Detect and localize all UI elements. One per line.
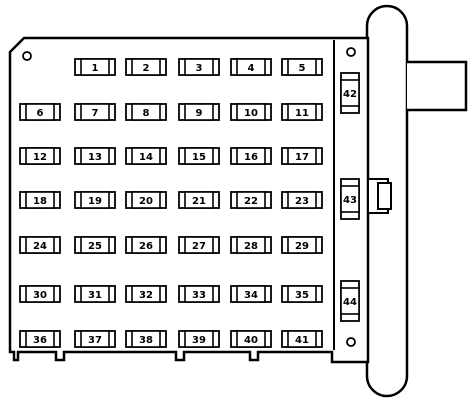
fuse-label: 6 — [37, 108, 44, 119]
fuse-label: 27 — [192, 241, 206, 252]
fuse-label: 20 — [139, 196, 153, 207]
fuse-label: 33 — [192, 290, 206, 301]
fuse-30: 30 — [19, 285, 61, 303]
fuse-42: 42 — [340, 72, 360, 114]
fuse-label: 42 — [343, 89, 357, 100]
fuse-label: 24 — [33, 241, 47, 252]
fuse-label: 32 — [139, 290, 153, 301]
fuse-label: 11 — [295, 108, 309, 119]
fuse-label: 14 — [139, 152, 153, 163]
fuse-2: 2 — [125, 58, 167, 76]
fuse-label: 9 — [196, 108, 203, 119]
fuse-label: 43 — [343, 195, 357, 206]
fuse-27: 27 — [178, 236, 220, 254]
fuse-24: 24 — [19, 236, 61, 254]
fuse-7: 7 — [74, 103, 116, 121]
fuse-label: 10 — [244, 108, 258, 119]
fuse-32: 32 — [125, 285, 167, 303]
fuse-label: 7 — [92, 108, 99, 119]
fuse-label: 37 — [88, 335, 102, 346]
fuse-label: 30 — [33, 290, 47, 301]
fuse-23: 23 — [281, 191, 323, 209]
fuse-34: 34 — [230, 285, 272, 303]
fuse-label: 36 — [33, 335, 47, 346]
mounting-hole-top-left — [22, 51, 32, 61]
fuse-label: 35 — [295, 290, 309, 301]
fuse-36: 36 — [19, 330, 61, 348]
fuse-13: 13 — [74, 147, 116, 165]
mounting-hole-top-right — [346, 47, 356, 57]
fuse-1: 1 — [74, 58, 116, 76]
fuse-label: 13 — [88, 152, 102, 163]
fuse-33: 33 — [178, 285, 220, 303]
fuse-label: 16 — [244, 152, 258, 163]
fuse-25: 25 — [74, 236, 116, 254]
fuse-5: 5 — [281, 58, 323, 76]
fuse-label: 3 — [196, 63, 203, 74]
fuse-label: 2 — [143, 63, 150, 74]
fuse-label: 21 — [192, 196, 206, 207]
fuse-label: 34 — [244, 290, 258, 301]
fuse-label: 4 — [248, 63, 255, 74]
fuse-16: 16 — [230, 147, 272, 165]
fuse-8: 8 — [125, 103, 167, 121]
fuse-26: 26 — [125, 236, 167, 254]
fuse-9: 9 — [178, 103, 220, 121]
fuse-label: 15 — [192, 152, 206, 163]
fuse-label: 8 — [143, 108, 150, 119]
fuse-10: 10 — [230, 103, 272, 121]
fuse-39: 39 — [178, 330, 220, 348]
fuse-21: 21 — [178, 191, 220, 209]
fuse-41: 41 — [281, 330, 323, 348]
fuse-4: 4 — [230, 58, 272, 76]
mounting-post — [407, 60, 468, 112]
fuse-label: 26 — [139, 241, 153, 252]
fuse-17: 17 — [281, 147, 323, 165]
fuse-19: 19 — [74, 191, 116, 209]
fuse-29: 29 — [281, 236, 323, 254]
fuse-label: 38 — [139, 335, 153, 346]
fuse-label: 5 — [299, 63, 306, 74]
fuse-label: 29 — [295, 241, 309, 252]
fuse-28: 28 — [230, 236, 272, 254]
fuse-label: 23 — [295, 196, 309, 207]
fuse-15: 15 — [178, 147, 220, 165]
fuse-label: 44 — [343, 297, 357, 308]
fuse-37: 37 — [74, 330, 116, 348]
mounting-hole-bottom-right — [346, 337, 356, 347]
fuse-label: 22 — [244, 196, 258, 207]
connector-block — [367, 178, 392, 214]
fuse-22: 22 — [230, 191, 272, 209]
fuse-14: 14 — [125, 147, 167, 165]
fuse-label: 12 — [33, 152, 47, 163]
fuse-label: 41 — [295, 335, 309, 346]
fuse-11: 11 — [281, 103, 323, 121]
fuse-3: 3 — [178, 58, 220, 76]
fuse-label: 17 — [295, 152, 309, 163]
fuse-label: 18 — [33, 196, 47, 207]
fuse-40: 40 — [230, 330, 272, 348]
fuse-31: 31 — [74, 285, 116, 303]
fuse-label: 25 — [88, 241, 102, 252]
fuse-label: 40 — [244, 335, 258, 346]
fuse-label: 19 — [88, 196, 102, 207]
fuse-44: 44 — [340, 280, 360, 322]
fuse-label: 39 — [192, 335, 206, 346]
fuse-label: 31 — [88, 290, 102, 301]
fuse-38: 38 — [125, 330, 167, 348]
fuse-43: 43 — [340, 178, 360, 220]
fuse-6: 6 — [19, 103, 61, 121]
fuse-label: 28 — [244, 241, 258, 252]
fuse-18: 18 — [19, 191, 61, 209]
fuse-20: 20 — [125, 191, 167, 209]
fuse-label: 1 — [92, 63, 99, 74]
fuse-12: 12 — [19, 147, 61, 165]
fuse-35: 35 — [281, 285, 323, 303]
